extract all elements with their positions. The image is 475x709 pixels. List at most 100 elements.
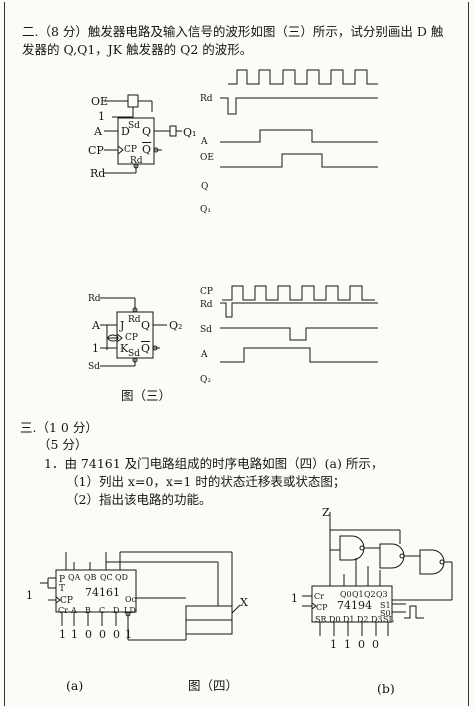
oe-gate [127, 94, 139, 108]
jk-pin-a: A [92, 319, 100, 332]
c161-one: 1 [26, 589, 33, 602]
c194-in-d3: D3 [371, 615, 383, 624]
c161-bit-3: 0 [99, 628, 106, 641]
c194-q0: Q0 [340, 590, 352, 599]
jk-box-j: J [120, 319, 125, 332]
c161-qd: QD [115, 573, 128, 582]
jk-box-cp: CP [125, 333, 138, 343]
jk-box-sd: Sd [128, 349, 140, 359]
jk-box-qbar: Q [141, 342, 151, 355]
wave-label-sd: Sd [200, 325, 212, 335]
c194-cr: Cr [314, 592, 324, 601]
c161-in-ld: LD [124, 606, 136, 615]
wave-label-oe: OE [200, 153, 214, 163]
c194-q3: Q3 [376, 590, 388, 599]
q2-line1: 二.（8 分）触发器电路及输入信号的波形如图（三）所示，试分别画出 D 触 [22, 24, 444, 39]
wave-cp-bottom [222, 285, 375, 301]
c194-bit-3: 0 [372, 638, 379, 651]
chip-74161-label: 74161 [85, 586, 120, 599]
d-pin-oe: OE [91, 95, 109, 108]
d-pin-a: A [94, 125, 102, 138]
c161-bit-4: 0 [113, 628, 120, 641]
jk-pin-rd: Rd [88, 294, 101, 304]
wave-sd [220, 327, 378, 341]
wave-label-a: A [201, 137, 208, 147]
d-box-sd: Sd [128, 121, 140, 131]
q3-item1b: （2）指出该电路的功能。 [66, 492, 212, 507]
c194-in-sl: SL [383, 615, 394, 624]
d-box-qbar: Q [142, 143, 152, 156]
d-box-rd: Rd [130, 156, 143, 166]
wave-label-rd-2: Rd [200, 300, 213, 310]
fig4-label-b: (b) [377, 681, 395, 696]
d-box-cp: CP [124, 145, 137, 155]
c161-qc: QC [100, 573, 113, 582]
c161-cp: CP [60, 596, 73, 606]
c161-in-a: A [71, 606, 77, 615]
c161-bit-5: 1 [125, 628, 132, 641]
fig4-label-a: (a) [66, 678, 84, 693]
c161-bit-2: 0 [85, 628, 92, 641]
wave-a-bottom [220, 347, 378, 363]
c161-in-b: B [85, 606, 91, 615]
c161-bit-1: 1 [71, 628, 78, 641]
c194-in-d1: D1 [343, 615, 355, 624]
jk-box-rd: Rd [128, 315, 141, 325]
c161-oc: Oc [125, 595, 137, 604]
c194-q2: Q2 [364, 590, 376, 599]
wave-label-a-2: A [201, 350, 208, 360]
c194-s1: S1 [380, 601, 391, 610]
d-box-q: Q [142, 125, 152, 138]
d-box-d: D [121, 125, 130, 138]
c161-t: T [59, 584, 66, 594]
d-out-q1: Q₁ [183, 126, 197, 139]
c161-qa: QA [68, 573, 81, 582]
c194-in-d2: D2 [357, 615, 369, 624]
figure-4-caption: 图（四） [188, 678, 239, 693]
chip-74194-label: 74194 [337, 599, 372, 612]
c161-cr: Cr [58, 606, 68, 615]
pulse-s0 [404, 605, 424, 619]
d-pin-one: 1 [98, 110, 105, 123]
d-pin-cp: CP [88, 144, 104, 157]
c161-in-c: C [99, 606, 106, 615]
q3-sub: （5 分） [38, 437, 88, 452]
q3-item1a: （1）列出 x=0，x=1 时的状态迁移表或状态图； [66, 474, 346, 489]
c194-one: 1 [291, 592, 298, 605]
q3-item1: 1．由 74161 及门电路组成的时序电路如图（四）(a) 所示， [44, 456, 384, 471]
c194-cp: CP [316, 603, 328, 612]
c161-x: X [240, 596, 248, 609]
wave-label-rd: Rd [200, 94, 213, 104]
figure-3-caption: 图（三） [121, 388, 172, 403]
c161-in-d: D [113, 606, 120, 615]
wave-label-q: Q [201, 182, 209, 192]
wave-label-cp: CP [200, 287, 213, 297]
wave-label-q2: Q₂ [200, 375, 211, 385]
q2-line2: 发器的 Q,Q1，JK 触发器的 Q2 的波形。 [22, 42, 253, 57]
q3-title: 三.（1 0 分） [20, 420, 98, 435]
c194-q1: Q1 [352, 590, 364, 599]
jk-box-k: K [120, 342, 129, 355]
wave-rd-top [220, 97, 378, 115]
c194-bit-2: 0 [358, 638, 365, 651]
c161-bit-0: 1 [59, 628, 66, 641]
wave-cp-top [228, 69, 378, 85]
wave-rd-bottom [220, 302, 378, 318]
chip-74161-box [55, 569, 137, 613]
jk-box-q: Q [141, 319, 151, 332]
c161-qb: QB [84, 573, 97, 582]
wave-label-q1: Q₁ [200, 205, 211, 215]
jk-pin-one: 1 [92, 342, 99, 355]
c194-s0: S0 [380, 609, 391, 618]
d-pin-rd: Rd [90, 167, 106, 180]
c194-in-sr: SR [315, 615, 327, 624]
wave-oe [220, 153, 378, 168]
jk-pin-sd: Sd [88, 362, 100, 372]
c194-z: Z [322, 506, 330, 519]
c194-in-d0: D0 [329, 615, 341, 624]
jk-out-q2: Q₂ [169, 319, 183, 332]
c194-bit-0: 1 [330, 638, 337, 651]
c194-bit-1: 1 [344, 638, 351, 651]
